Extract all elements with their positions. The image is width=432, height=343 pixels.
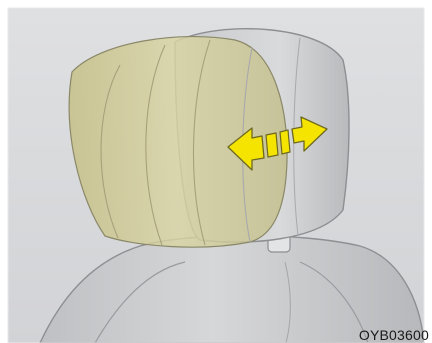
arrow-stripe-2	[280, 130, 290, 154]
arrow-stripe-1	[266, 133, 278, 157]
image-code-label: OYB03600	[359, 327, 429, 343]
